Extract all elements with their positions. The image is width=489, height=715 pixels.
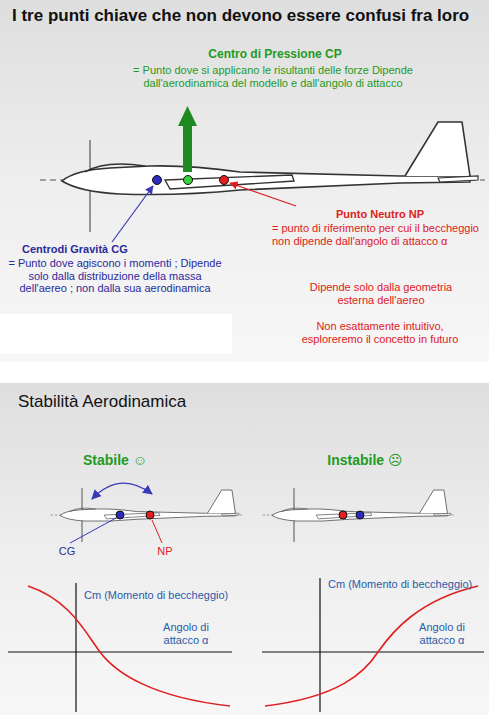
cp-description: = Punto dove si applicano le risultanti … (128, 64, 418, 89)
axis-label: Cm (Momento di beccheggio) (328, 578, 486, 591)
np-heading: Punto Neutro NP (300, 208, 460, 221)
unstable-label: Instabile ☹ (300, 452, 430, 468)
section-title: Stabilità Aerodinamica (18, 392, 318, 412)
cg-label: CG (52, 545, 82, 558)
axis-label: Cm (Momento di beccheggio) (84, 589, 244, 602)
axis-label: Angolo di attacco α (150, 621, 222, 646)
cp-heading: Centro di Pressione CP (170, 48, 380, 62)
cg-heading: Centrodi Gravità CG (22, 243, 222, 256)
cg-description: = Punto dove agiscono i momenti ; Dipend… (4, 257, 226, 295)
np-description: = punto di riferimento per cui il becche… (272, 222, 482, 247)
np-label: NP (150, 545, 180, 558)
np-note: Non esattamente intuitivo, esploreremo i… (290, 320, 470, 345)
axis-label: Angolo di attacco α (406, 621, 478, 646)
stable-label: Stabile ☺ (60, 452, 170, 468)
np-note: Dipende solo dalla geometria esterna del… (296, 281, 466, 306)
page-title: I tre punti chiave che non devono essere… (12, 6, 482, 26)
